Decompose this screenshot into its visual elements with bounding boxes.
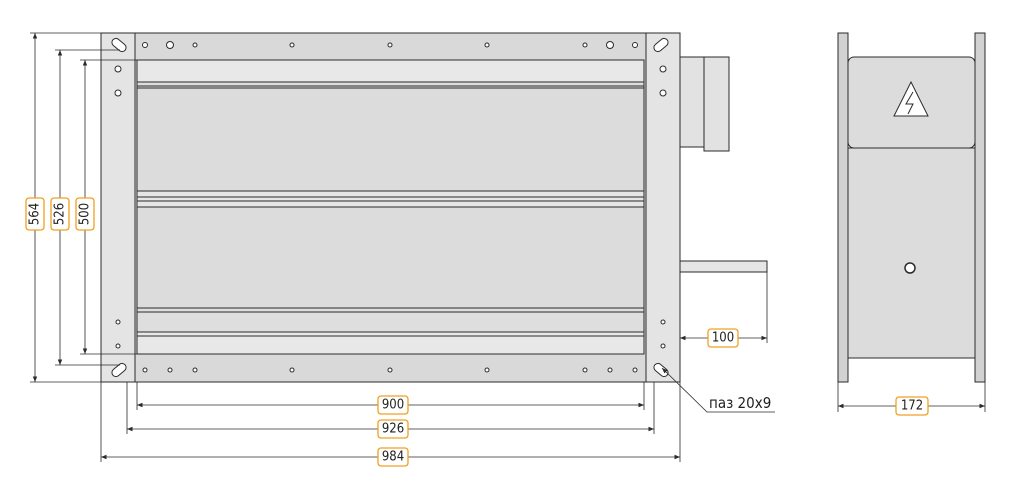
dim-width-inner-text: 900: [382, 398, 404, 413]
dim-height-outer: 564: [25, 197, 45, 231]
dim-depth: 172: [895, 396, 929, 416]
dim-width-inner: 900: [377, 395, 409, 415]
shaft-end: [904, 262, 916, 274]
high-voltage-warning-icon: [893, 80, 929, 117]
slot-note: паз 20х9: [709, 394, 771, 412]
dim-height-mid-text: 526: [53, 203, 68, 225]
front-view: [100, 32, 768, 383]
side-body: [847, 147, 976, 359]
corner-slots: [111, 37, 669, 378]
dim-shaft-length-text: 100: [712, 331, 734, 346]
dimension-labels: 564 526 500 900 926 984 100 172: [25, 197, 929, 467]
side-view: [837, 32, 986, 383]
damper-blade-upper: [136, 87, 645, 192]
dim-depth-text: 172: [901, 399, 923, 414]
dim-width-outer: 984: [377, 447, 409, 467]
dim-width-mid: 926: [377, 419, 409, 439]
damper-shaft: [679, 260, 768, 273]
dim-height-inner-text: 500: [78, 203, 93, 225]
dim-height-outer-text: 564: [28, 203, 43, 225]
damper-blade-lower: [136, 206, 645, 309]
dim-width-outer-text: 984: [382, 450, 404, 465]
dim-width-mid-text: 926: [382, 422, 404, 437]
dim-height-mid: 526: [50, 197, 70, 231]
dim-height-inner: 500: [75, 197, 95, 231]
actuator: [679, 56, 730, 152]
dim-shaft-length: 100: [707, 328, 739, 348]
flange-holes: [114, 41, 667, 373]
